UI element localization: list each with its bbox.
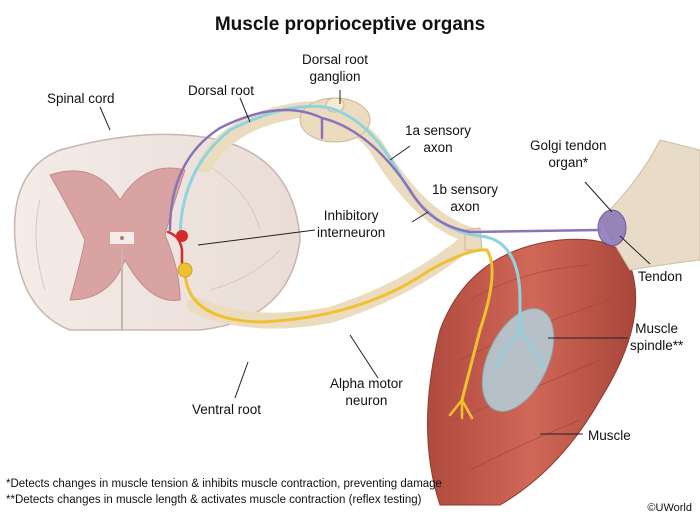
label-muscle-spindle: Muscle spindle** (630, 321, 684, 353)
label-ventral-root: Ventral root (192, 402, 262, 417)
label-spinal-cord: Spinal cord (47, 91, 115, 106)
axon-1a (178, 104, 522, 332)
leader-spinal-cord (99, 106, 111, 131)
footnote-spindle: **Detects changes in muscle length & act… (6, 494, 422, 506)
leader-golgi (584, 181, 613, 213)
diagram-title: Muscle proprioceptive organs (214, 14, 486, 35)
leader-alpha (349, 334, 379, 379)
footnote-golgi: *Detects changes in muscle tension & inh… (6, 478, 442, 490)
copyright: ©UWorld (647, 502, 692, 514)
label-1b-sensory-axon: 1b sensory axon (432, 182, 499, 214)
label-tendon: Tendon (638, 269, 683, 284)
leader-lines (99, 90, 651, 435)
inhibitory-interneuron (176, 230, 188, 242)
label-golgi-tendon-organ: Golgi tendon organ* (530, 138, 607, 170)
label-dorsal-root-ganglion: Dorsal root ganglion (302, 52, 369, 84)
leader-interneuron (197, 229, 316, 246)
central-canal (120, 236, 124, 240)
label-muscle: Muscle (588, 428, 631, 443)
leader-1a (389, 145, 411, 161)
axon-1b (168, 108, 602, 234)
leader-tendon (619, 235, 651, 265)
leader-ventral-root (234, 361, 249, 399)
motor-neuron-body (177, 262, 193, 278)
golgi-tendon-organ (597, 209, 627, 247)
motor-axon (183, 248, 494, 402)
label-1a-sensory-axon: 1a sensory axon (405, 123, 472, 155)
spinal-cord (13, 133, 301, 331)
leader-dorsal-root (239, 97, 251, 123)
axons (166, 104, 602, 420)
leader-1b (411, 211, 429, 223)
label-dorsal-root: Dorsal root (188, 83, 255, 98)
label-inhibitory-interneuron: Inhibitory interneuron (317, 208, 386, 240)
tendon (599, 139, 700, 271)
label-alpha-motor-neuron: Alpha motor neuron (330, 376, 403, 408)
muscle-spindle (481, 308, 555, 412)
